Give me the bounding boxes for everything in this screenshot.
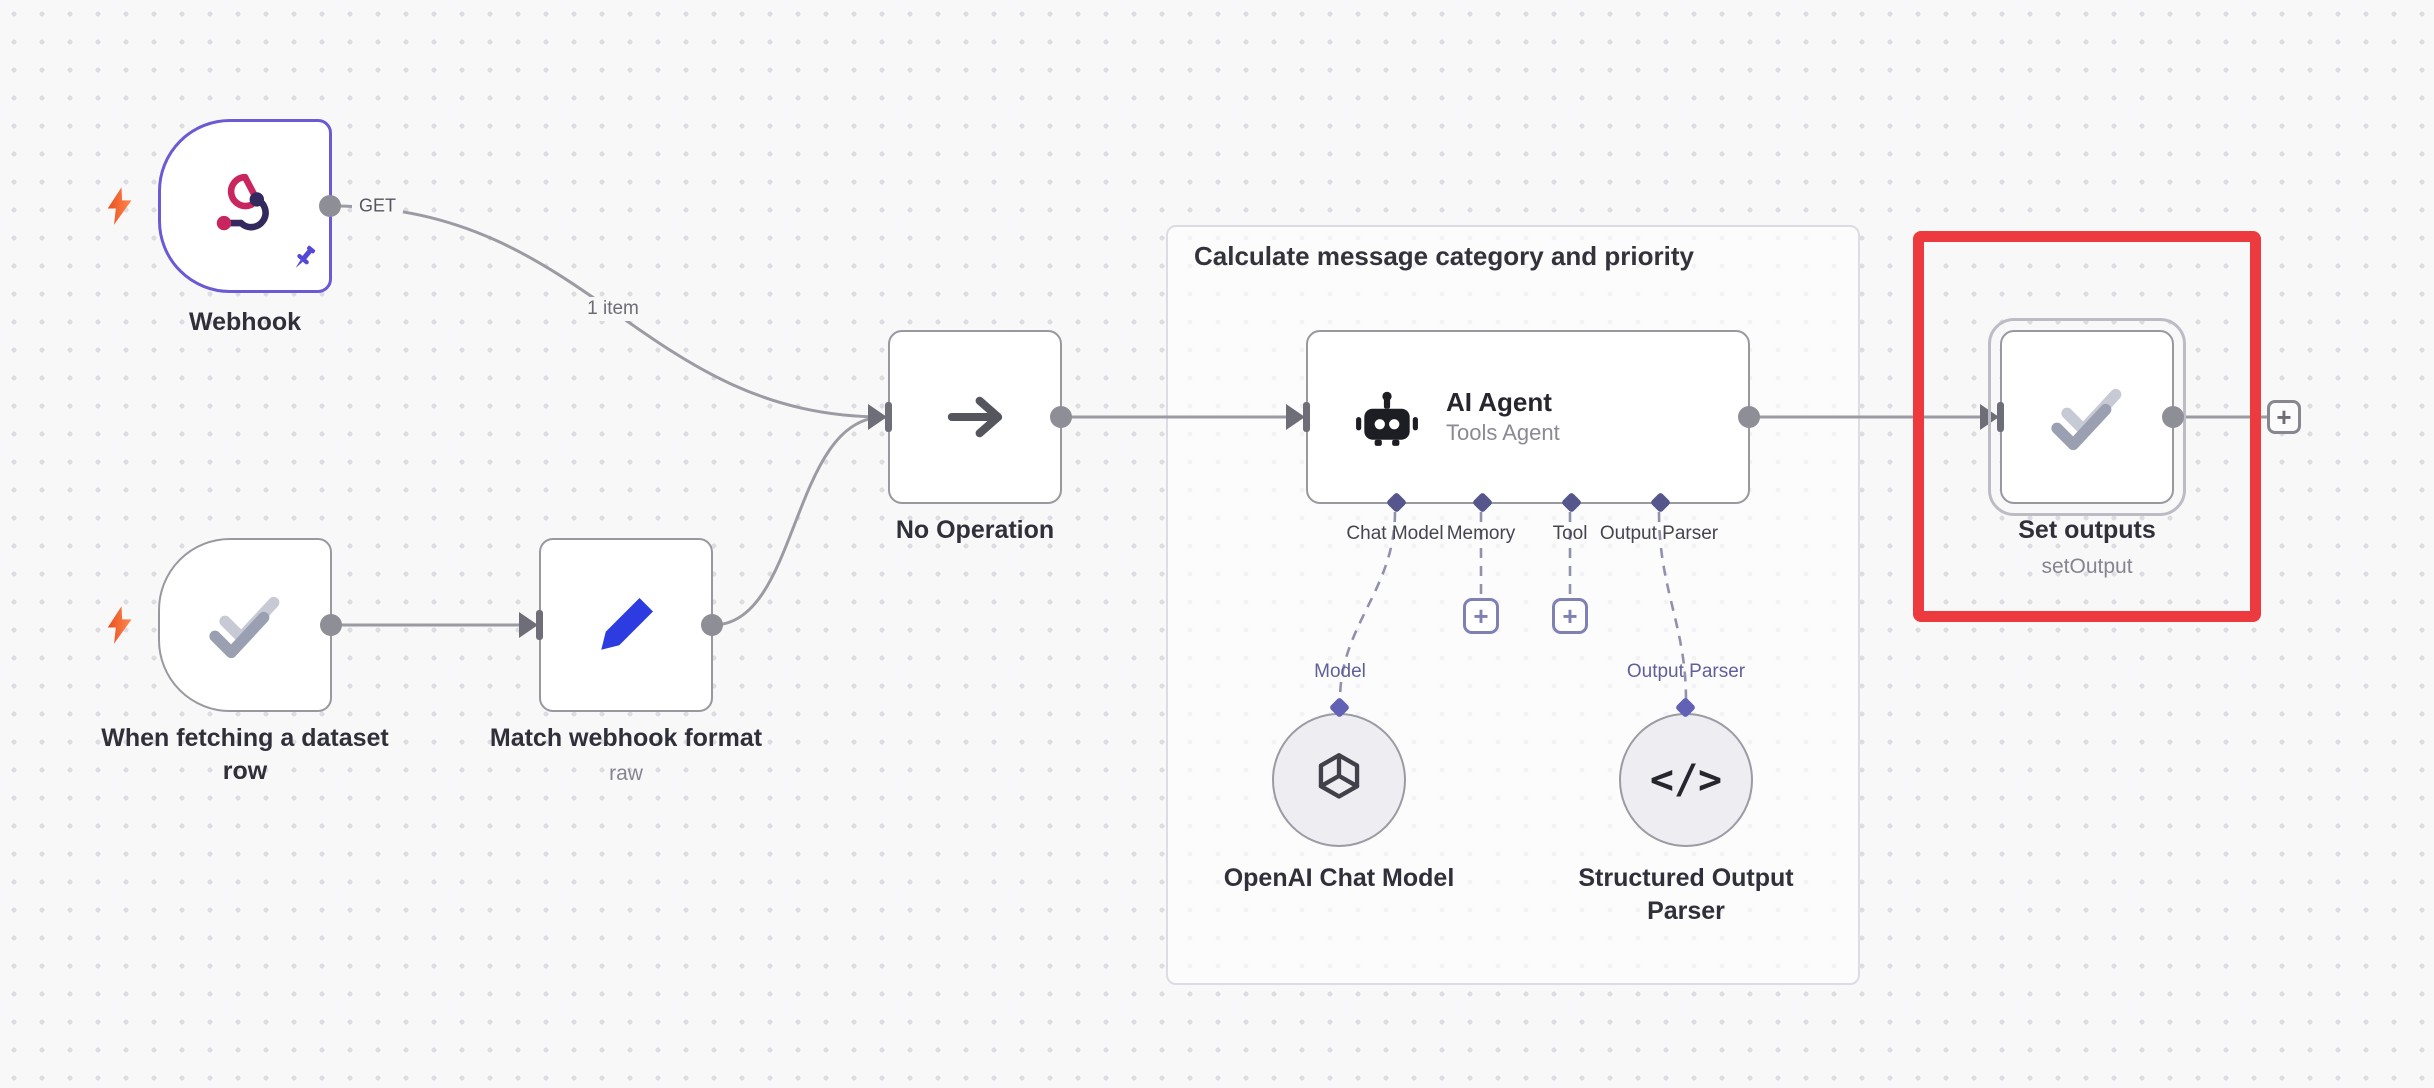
node-openai-label: OpenAI Chat Model	[1223, 864, 1455, 892]
pin-icon	[289, 243, 319, 278]
double-check-icon	[209, 596, 280, 659]
node-structured-output-parser[interactable]: </>	[1619, 713, 1753, 847]
input-arrow-noop	[868, 404, 887, 430]
match-output-port[interactable]	[701, 614, 723, 636]
input-arrow-match	[519, 612, 538, 638]
node-set-outputs[interactable]	[1997, 330, 2184, 504]
arrow-right-icon	[947, 396, 1003, 438]
node-no-operation[interactable]	[885, 330, 1072, 504]
connection-items-count-label: 1 item	[580, 297, 646, 321]
match-input-port[interactable]	[536, 610, 543, 640]
node-match-label: Match webhook format	[489, 724, 763, 752]
setoutputs-output-port[interactable]	[2162, 406, 2184, 428]
node-setoutputs-label: Set outputs	[2018, 516, 2156, 544]
agent-input-port[interactable]	[1303, 402, 1310, 432]
agent-port-label-tool: Tool	[1552, 523, 1588, 544]
input-arrow-agent	[1286, 404, 1305, 430]
node-match-subtitle: raw	[609, 762, 643, 785]
parser-port-label: Output Parser	[1626, 661, 1746, 682]
openai-port-label: Model	[1314, 661, 1366, 682]
webhook-icon	[216, 173, 269, 231]
webhook-trigger-bolt-icon	[104, 186, 134, 231]
noop-output-port[interactable]	[1050, 406, 1072, 428]
code-brackets-icon: </>	[1649, 757, 1723, 803]
agent-port-label-chatmodel: Chat Model	[1346, 523, 1444, 544]
add-memory-button[interactable]: +	[1463, 598, 1499, 634]
setoutputs-input-port[interactable]	[1997, 402, 2004, 432]
connection-agent-outputparser-dashed[interactable]	[1657, 511, 1688, 701]
group-title: Calculate message category and priority	[1194, 241, 1694, 271]
agent-output-port[interactable]	[1738, 406, 1760, 428]
noop-input-port[interactable]	[885, 402, 892, 432]
agent-subtitle: Tools Agent	[1446, 420, 1560, 445]
robot-icon	[1356, 391, 1418, 446]
node-ai-agent[interactable]: AI Agent Tools Agent	[1303, 330, 1760, 514]
node-webhook-label: Webhook	[188, 308, 302, 336]
node-parser-label: Structured Output Parser	[1578, 864, 1794, 925]
agent-title: AI Agent	[1446, 387, 1552, 417]
connection-agent-chatmodel-dashed[interactable]	[1338, 511, 1397, 701]
agent-port-label-memory: Memory	[1446, 523, 1516, 544]
setoutputs-selection-ring	[1988, 318, 2186, 516]
double-check-icon	[2051, 388, 2122, 451]
node-webhook[interactable]	[158, 119, 341, 293]
node-dataset-trigger[interactable]	[158, 538, 342, 712]
connection-match-to-noop[interactable]	[712, 415, 885, 627]
edit-pencil-icon	[601, 598, 653, 650]
node-setoutputs-subtitle: setOutput	[2041, 555, 2133, 578]
node-dataset-label: When fetching a dataset row	[101, 724, 389, 785]
add-next-node-button[interactable]: +	[2267, 400, 2301, 434]
node-match-webhook-format[interactable]	[536, 538, 723, 712]
node-noop-label: No Operation	[895, 516, 1055, 544]
node-openai-chat-model[interactable]	[1272, 713, 1406, 847]
webhook-output-method-label: GET	[352, 194, 404, 218]
add-tool-button[interactable]: +	[1552, 598, 1588, 634]
dataset-output-port[interactable]	[320, 614, 342, 636]
webhook-output-port[interactable]	[319, 195, 341, 217]
dataset-trigger-bolt-icon	[104, 605, 134, 650]
openai-icon	[1318, 753, 1360, 799]
agent-port-label-outputparser: Output Parser	[1599, 523, 1719, 544]
